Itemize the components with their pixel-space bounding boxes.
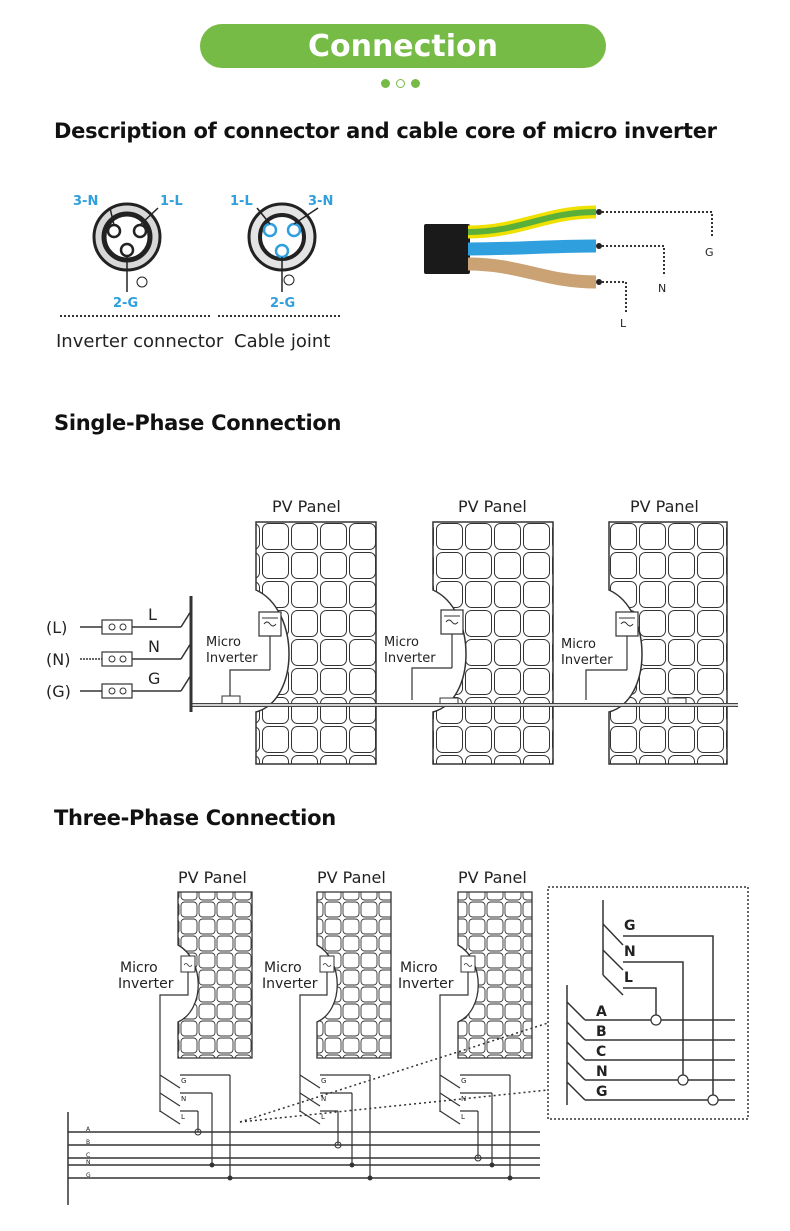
cable-joint-caption: Cable joint: [234, 331, 330, 352]
tp-small-label: N: [321, 1095, 326, 1103]
inset-bus-label: C: [596, 1044, 606, 1060]
inverter-label: Inverter: [118, 976, 174, 992]
line-label: G: [148, 669, 160, 688]
pv-panel-label: PV Panel: [272, 497, 341, 516]
inverter-pin3-label: 3-N: [73, 194, 98, 209]
micro-inverter: Micro Inverter: [384, 609, 464, 707]
tp-bus-small-label: C: [86, 1152, 90, 1159]
tp-small-label: L: [181, 1113, 185, 1121]
pagination-dots: [381, 79, 420, 88]
tp-bus-small-label: B: [86, 1139, 90, 1146]
inset-top-label: L: [624, 970, 633, 986]
cable-pin3-label: 3-N: [308, 194, 333, 209]
pv-panel-label: PV Panel: [317, 868, 386, 887]
inset-bus-label: A: [596, 1004, 607, 1020]
inset-top-label: N: [624, 944, 636, 960]
inverter-label: Inverter: [384, 651, 436, 666]
tp-small-label: N: [461, 1095, 466, 1103]
tp-bus-small-label: A: [86, 1126, 91, 1133]
micro-inverter: G N L Micro Inverter: [262, 955, 371, 1178]
tp-small-label: L: [321, 1113, 325, 1121]
micro-label: Micro: [400, 960, 438, 976]
single-phase-diagram: PV Panel PV Panel PV Panel Micro Inverte…: [46, 497, 738, 765]
pv-panel-label: PV Panel: [178, 868, 247, 887]
pv-panel-label: PV Panel: [630, 497, 699, 516]
inverter-pin1-label: 1-L: [160, 194, 183, 209]
inset-bus-label: B: [596, 1024, 607, 1040]
section-banner: Connection: [200, 24, 606, 68]
pv-panel-label: PV Panel: [458, 868, 527, 887]
three-phase-diagram: PV Panel PV Panel PV Panel G N L: [67, 868, 749, 1205]
micro-inverter: Micro Inverter: [561, 611, 687, 707]
inset-bus-label: G: [596, 1084, 608, 1100]
three-phase-heading: Three-Phase Connection: [54, 806, 336, 830]
inverter-label: Inverter: [561, 653, 613, 668]
tp-bus-small-label: N: [86, 1159, 91, 1166]
tp-small-label: G: [461, 1077, 466, 1085]
inverter-pin2-label: 2-G: [113, 296, 138, 311]
cable-core-label: N: [658, 282, 666, 295]
inverter-label: Inverter: [206, 651, 258, 666]
inverter-label: Inverter: [262, 976, 318, 992]
pv-panel: PV Panel: [457, 868, 533, 1059]
inverter-label: Inverter: [398, 976, 454, 992]
micro-label: Micro: [206, 635, 241, 650]
bus-label: (N): [46, 650, 70, 669]
micro-label: Micro: [120, 960, 158, 976]
micro-inverter: G N L Micro Inverter: [118, 955, 231, 1178]
inverter-connector-caption: Inverter connector: [56, 331, 224, 352]
single-phase-heading: Single-Phase Connection: [54, 411, 342, 435]
tp-small-label: G: [321, 1077, 326, 1085]
inset-detail: G N L A B C N G: [547, 886, 749, 1120]
line-label: N: [148, 637, 160, 656]
pv-panel-label: PV Panel: [458, 497, 527, 516]
line-label: L: [148, 605, 157, 624]
bus-label: (G): [46, 682, 71, 701]
cable-core-label: G: [705, 246, 714, 259]
pagination-dot-active: [396, 79, 405, 88]
tp-bus-small-label: G: [86, 1172, 91, 1179]
pagination-dot: [381, 79, 390, 88]
banner-title: Connection: [307, 28, 499, 64]
micro-label: Micro: [264, 960, 302, 976]
cable-core-illustration: G N L: [424, 205, 714, 330]
inset-bus-label: N: [596, 1064, 608, 1080]
tp-small-label: N: [181, 1095, 186, 1103]
cable-joint: 1-L 3-N 2-G Cable joint: [218, 194, 340, 352]
pv-panel: PV Panel: [316, 868, 392, 1059]
grid-terminals: (L) (N) (G) L N G: [46, 605, 192, 701]
micro-inverter: Micro Inverter: [206, 611, 282, 705]
micro-inverter: G N L Micro Inverter: [398, 955, 511, 1178]
inset-top-label: G: [624, 918, 636, 934]
cable-pin2-label: 2-G: [270, 296, 295, 311]
bus-label: (L): [46, 618, 67, 637]
tp-small-label: G: [181, 1077, 186, 1085]
micro-label: Micro: [384, 635, 419, 650]
inverter-connector: 3-N 1-L 2-G Inverter connector: [56, 194, 224, 352]
micro-label: Micro: [561, 637, 596, 652]
connector-heading: Description of connector and cable core …: [54, 119, 717, 143]
cable-pin1-label: 1-L: [230, 194, 253, 209]
pv-panel: PV Panel: [177, 868, 253, 1059]
cable-core-label: L: [620, 317, 627, 330]
tp-small-label: L: [461, 1113, 465, 1121]
pagination-dot: [411, 79, 420, 88]
